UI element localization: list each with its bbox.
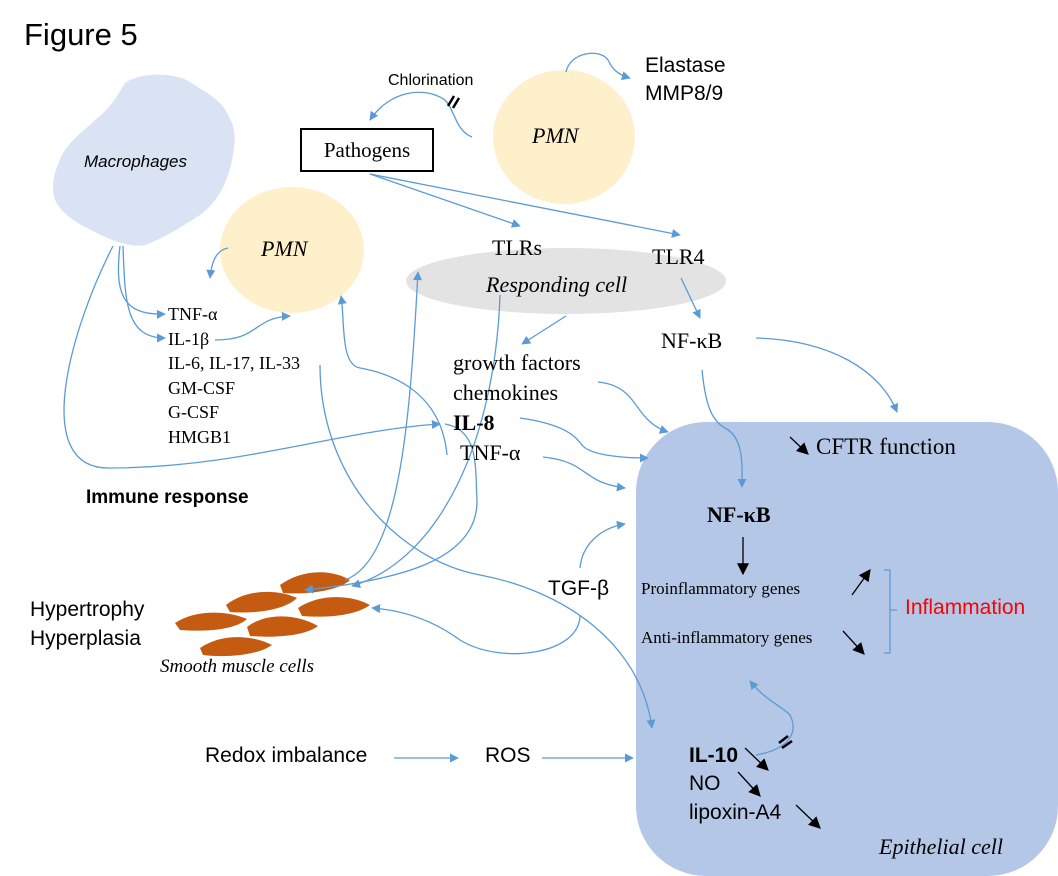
arrow-tnf-epithelial bbox=[542, 456, 626, 492]
arrow-il10-feedback bbox=[749, 680, 794, 756]
proinflammatory-label: Proinflammatory genes bbox=[641, 579, 801, 598]
arrow-pathogens-tlrs bbox=[369, 173, 521, 228]
inflammation-label: Inflammation bbox=[905, 596, 1026, 619]
arrow-chlorination bbox=[369, 91, 473, 138]
tlrs-label: TLRs bbox=[492, 235, 543, 260]
arrow-tgf-epithelial bbox=[579, 520, 626, 569]
chlorination-block bbox=[451, 97, 461, 109]
pmn-left-label: PMN bbox=[261, 236, 308, 261]
arrow-tlr4-nfkb bbox=[680, 277, 701, 319]
nfkb-outer-label: NF-κB bbox=[661, 328, 723, 353]
arrow-macro-tnf bbox=[117, 245, 166, 319]
mediator-item: G-CSF bbox=[168, 402, 220, 422]
smooth-muscle-effects: Hypertrophy Hyperplasia bbox=[30, 595, 144, 653]
ros-label: ROS bbox=[485, 744, 531, 767]
figure-title: Figure 5 bbox=[24, 17, 138, 52]
responding-cell-shape bbox=[406, 248, 726, 314]
epithelial-cell-label: Epithelial cell bbox=[879, 834, 1004, 859]
smooth-muscle-shapes bbox=[175, 572, 370, 657]
tgf-beta-label: TGF-β bbox=[548, 577, 610, 600]
muscle-cell bbox=[280, 572, 350, 594]
arrow-responding-growth bbox=[521, 315, 567, 345]
hypertrophy-label: Hypertrophy bbox=[30, 598, 145, 621]
arrow-sm-responding bbox=[344, 271, 423, 581]
trend-arrows bbox=[737, 436, 871, 829]
il10-label: IL-10 bbox=[689, 744, 739, 767]
pmn-top-shape bbox=[493, 70, 635, 204]
muscle-cell bbox=[175, 612, 247, 631]
mmp-label: MMP8/9 bbox=[645, 82, 724, 105]
hyperplasia-label: Hyperplasia bbox=[30, 627, 141, 650]
pmn-top-label: PMN bbox=[532, 123, 579, 148]
il10-block bbox=[778, 735, 789, 744]
il8-label: IL-8 bbox=[453, 410, 495, 435]
mediator-item: IL-6, IL-17, IL-33 bbox=[168, 353, 300, 373]
no-label: NO bbox=[689, 772, 721, 795]
pathogens-box: Pathogens bbox=[300, 128, 434, 172]
responding-mediators: growth factors chemokines IL-8 TNF-α bbox=[453, 348, 581, 468]
muscle-cell bbox=[226, 591, 297, 613]
proinflammatory-up-arrow bbox=[851, 569, 871, 596]
no-down-arrow bbox=[737, 771, 761, 797]
mediator-item: HMGB1 bbox=[168, 426, 232, 447]
growth-factors-label: growth factors bbox=[453, 350, 581, 375]
lipoxin-down-arrow bbox=[795, 804, 821, 829]
immune-response-label: Immune response bbox=[86, 487, 249, 508]
arrow-pmn-tnf bbox=[206, 247, 229, 279]
muscle-cell bbox=[298, 597, 370, 617]
arrow-chemokines-epithelial bbox=[597, 381, 669, 434]
arrow-pmn-to-elastase bbox=[565, 52, 631, 81]
muscle-cell bbox=[247, 616, 318, 637]
arrow-il33-epithelial bbox=[319, 364, 656, 729]
redox-label: Redox imbalance bbox=[205, 744, 368, 767]
arrow-tnf-pmn bbox=[337, 295, 448, 456]
arrow-macro-il1b bbox=[122, 245, 166, 343]
arrow-responding-sm bbox=[351, 294, 501, 589]
inhibition-marks bbox=[446, 95, 793, 750]
antiinflammatory-label: Anti-inflammatory genes bbox=[641, 628, 813, 647]
arrows bbox=[63, 52, 899, 763]
chlorination-block bbox=[446, 95, 456, 107]
antiinflammatory-down-arrow bbox=[842, 630, 865, 655]
arrow-il8-sm bbox=[304, 423, 478, 594]
responding-cell-label: Responding cell bbox=[486, 272, 628, 297]
smooth-muscle-label: Smooth muscle cells bbox=[160, 656, 315, 677]
tnf-label: TNF-α bbox=[460, 440, 521, 465]
lipoxin-label: lipoxin-A4 bbox=[689, 801, 782, 824]
arrow-il1b-pmn bbox=[214, 311, 291, 341]
cftr-label: CFTR function bbox=[816, 434, 956, 459]
arrow-macro-il8 bbox=[63, 245, 441, 469]
pathogens-label: Pathogens bbox=[323, 137, 411, 162]
cftr-down-arrow bbox=[789, 436, 809, 455]
macrophages-label: Macrophages bbox=[84, 152, 188, 171]
epithelial-nfkb-label: NF-κB bbox=[707, 502, 771, 527]
mediator-item: TNF-α bbox=[168, 304, 218, 324]
arrow-nfkb-cftr bbox=[755, 337, 899, 413]
chemokines-label: chemokines bbox=[453, 380, 559, 405]
epithelial-cell-shape bbox=[636, 422, 1058, 876]
arrow-pathogens-tlr4 bbox=[369, 173, 681, 238]
chlorination-label: Chlorination bbox=[388, 72, 474, 89]
il10-down-arrow bbox=[744, 747, 769, 771]
arrow-nfkb-epithelial-nfkb bbox=[701, 369, 747, 488]
arrow-tgf-smooth-muscle bbox=[371, 604, 581, 655]
elastase-label: Elastase bbox=[645, 54, 726, 77]
macrophage-shape bbox=[52, 74, 235, 246]
mediator-item: IL-1β bbox=[168, 328, 210, 349]
macrophage-mediators: TNF-α IL-1β IL-6, IL-17, IL-33 GM-CSF G-… bbox=[168, 302, 300, 449]
arrow-il8-epithelial bbox=[519, 417, 649, 463]
mediator-item: GM-CSF bbox=[168, 377, 236, 398]
pmn-left-shape bbox=[220, 187, 364, 313]
il10-block bbox=[781, 739, 793, 750]
muscle-cell bbox=[200, 637, 272, 657]
inflammation-bracket bbox=[884, 569, 897, 654]
tlr4-label: TLR4 bbox=[652, 244, 705, 269]
